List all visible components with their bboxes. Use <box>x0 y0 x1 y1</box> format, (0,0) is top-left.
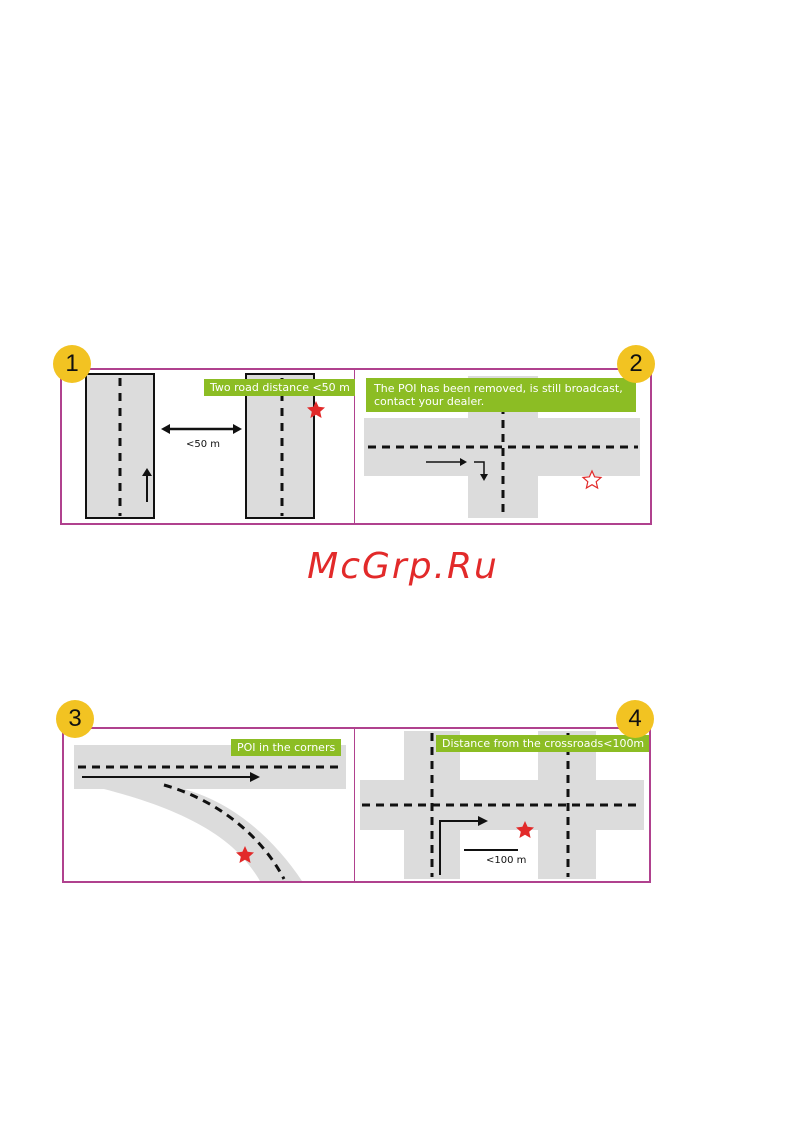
panel-2-removed-poi: The POI has been removed, is still broad… <box>356 370 650 523</box>
panel-4-distance-from-crossroads: Distance from the crossroads<100m <100 m <box>356 729 649 881</box>
arrow-left-head-icon <box>161 424 170 434</box>
panel-1-distance-label: <50 m <box>186 439 220 450</box>
panel-1-caption: Two road distance <50 m <box>204 379 355 396</box>
panel-2-caption: The POI has been removed, is still broad… <box>366 378 636 412</box>
step-badge-2: 2 <box>617 345 655 383</box>
step-badge-3: 3 <box>56 700 94 738</box>
panel-4-distance-label: <100 m <box>486 855 526 866</box>
watermark-text: McGrp.Ru <box>0 546 806 587</box>
panel-3-caption: POI in the corners <box>231 739 341 756</box>
step-badge-4: 4 <box>616 700 654 738</box>
arrow-right-head-icon <box>233 424 242 434</box>
panel-3-poi-in-corners: POI in the corners <box>64 729 355 881</box>
step-badge-1: 1 <box>53 345 91 383</box>
curved-road <box>104 789 302 881</box>
panel-1-parallel-roads: Two road distance <50 m <50 m <box>62 370 355 523</box>
panel-4-caption: Distance from the crossroads<100m <box>436 735 649 752</box>
